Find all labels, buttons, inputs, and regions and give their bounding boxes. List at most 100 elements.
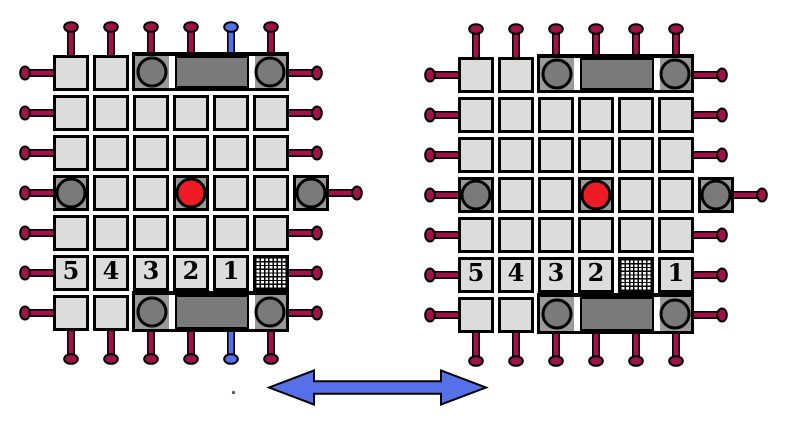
left-board-cell-r6c5: [213, 255, 249, 291]
left-board-pin-right-3[interactable]: [285, 145, 323, 161]
right-board-pin-right-2[interactable]: [690, 107, 728, 123]
right-board-pin-bottom-4[interactable]: [588, 329, 604, 367]
right-board-cell-r4c2: [498, 177, 534, 213]
right-board-pin-top-3[interactable]: [548, 23, 564, 61]
right-board-pin-right-5[interactable]: [690, 227, 728, 243]
left-board-pin-top-4[interactable]: [183, 21, 199, 59]
left-board-block-row1-anchor-right: [254, 56, 286, 88]
right-board-cell-r7c1: [458, 297, 494, 333]
left-board-pin-top-2[interactable]: [103, 21, 119, 59]
right-board-pin-left-7[interactable]: [424, 307, 462, 323]
left-board-cell-r5c6: [253, 215, 289, 251]
left-board-pin-bottom-3[interactable]: [143, 327, 159, 365]
right-board-pin-top-2[interactable]: [508, 23, 524, 61]
left-board-pin-top-3[interactable]: [143, 21, 159, 59]
left-board-pin-left-2[interactable]: [19, 105, 57, 121]
left-board-cell-r3c2: [93, 135, 129, 171]
left-board-pin-left-7[interactable]: [19, 305, 57, 321]
right-board-pin-bottom-1[interactable]: [468, 329, 484, 367]
right-board-cell-r2c2: [498, 97, 534, 133]
left-board-cell-r2c4: [173, 95, 209, 131]
left-board-cell-r7c1: [53, 295, 89, 331]
right-board-pin-bottom-2[interactable]: [508, 329, 524, 367]
right-board-cell-r5c6: [658, 217, 694, 253]
right-board-cell-r6c1: [458, 257, 494, 293]
left-board-cell-r6c1-label: 5: [63, 256, 80, 285]
right-board-pin-right-7[interactable]: [690, 307, 728, 323]
left-board-pin-top-6[interactable]: [263, 21, 279, 59]
left-board-cell-r6c4: [173, 255, 209, 291]
right-board-pin-bottom-6[interactable]: [668, 329, 684, 367]
right-board-cell-r2c4: [578, 97, 614, 133]
left-board-cell-r6c3: [133, 255, 169, 291]
right-board-cell-r6c6: [658, 257, 694, 293]
right-board-cell-r6c5-hatch-target: [618, 257, 654, 293]
right-board-pin-left-6[interactable]: [424, 267, 462, 283]
right-board-pin-left-2[interactable]: [424, 107, 462, 123]
left-board-pin-left-4[interactable]: [19, 185, 57, 201]
left-board-cell-r2c5: [213, 95, 249, 131]
right-board-cell-r1c2: [498, 57, 534, 93]
left-board-pin-left-6[interactable]: [19, 265, 57, 281]
left-board-pin-top-1[interactable]: [63, 21, 79, 59]
right-board-cell-r3c2: [498, 137, 534, 173]
left-board-pin-left-5[interactable]: [19, 225, 57, 241]
right-board-pin-right-3[interactable]: [690, 147, 728, 163]
left-board-pin-bottom-1[interactable]: [63, 327, 79, 365]
right-board-block-row1-anchor-left: [541, 58, 573, 90]
left-board-pin-right-1[interactable]: [285, 65, 323, 81]
left-board-cell-r6c6-hatch-target: [253, 255, 289, 291]
right-board-cell-r5c5: [618, 217, 654, 253]
left-board-pin-left-3[interactable]: [19, 145, 57, 161]
right-board-cell-r6c4: [578, 257, 614, 293]
left-board-cell-r3c3: [133, 135, 169, 171]
left-board-pin-left-1[interactable]: [19, 65, 57, 81]
left-board-cell-r4c3: [133, 175, 169, 211]
left-board-pin-right-6[interactable]: [285, 265, 323, 281]
right-board-pin-top-5[interactable]: [628, 23, 644, 61]
right-board-pin-top-1[interactable]: [468, 23, 484, 61]
left-board-cell-r2c6: [253, 95, 289, 131]
left-board-cell-r5c1: [53, 215, 89, 251]
right-board-pin-left-5[interactable]: [424, 227, 462, 243]
left-board-cell-r4c7-anchor-circle: [295, 177, 327, 209]
right-board-cell-r4c6: [658, 177, 694, 213]
left-board-pin-bottom-2[interactable]: [103, 327, 119, 365]
left-board-block-row7-anchor-left: [136, 296, 168, 328]
left-board-pin-top-5[interactable]: [223, 21, 239, 59]
left-board-pin-right-5[interactable]: [285, 225, 323, 241]
left-board-pin-bottom-4[interactable]: [183, 327, 199, 365]
right-board-pin-left-1[interactable]: [424, 67, 462, 83]
left-board-cell-r6c2: [93, 255, 129, 291]
right-board-cell-r6c3-label: 3: [548, 258, 565, 287]
left-board-pin-right-2[interactable]: [285, 105, 323, 121]
right-board-pin-right-1[interactable]: [690, 67, 728, 83]
left-board-pin-bottom-5[interactable]: [223, 327, 239, 365]
right-board-pin-bottom-3[interactable]: [548, 329, 564, 367]
right-board-pin-top-4[interactable]: [588, 23, 604, 61]
left-board-cell-r6c1: [53, 255, 89, 291]
left-board-block-row1-slab: [175, 56, 249, 88]
right-board-cell-r2c5: [618, 97, 654, 133]
left-board-cell-r5c2: [93, 215, 129, 251]
right-board-cell-r2c3: [538, 97, 574, 133]
left-board-block-row7-slab: [175, 295, 249, 329]
right-board-pin-left-3[interactable]: [424, 147, 462, 163]
right-board-pin-bottom-5[interactable]: [628, 329, 644, 367]
right-board-block-row1-anchor-right: [659, 58, 691, 90]
left-board-pin-bottom-6[interactable]: [263, 327, 279, 365]
right-board-pin-right-6[interactable]: [690, 267, 728, 283]
left-board-cell-r6c5-label: 1: [223, 256, 240, 285]
left-board-cell-r1c1: [53, 55, 89, 91]
right-board-pin-top-6[interactable]: [668, 23, 684, 61]
right-board-pin-right-4[interactable]: [730, 187, 768, 203]
left-board-cell-r4c6: [253, 175, 289, 211]
left-board-cell-r3c4: [173, 135, 209, 171]
right-board-pin-left-4[interactable]: [424, 187, 462, 203]
left-board-pin-right-4[interactable]: [325, 185, 363, 201]
left-board-cell-r3c5: [213, 135, 249, 171]
right-board-cell-r5c2: [498, 217, 534, 253]
artifact-dot: [231, 390, 236, 395]
left-board-pin-right-7[interactable]: [285, 305, 323, 321]
